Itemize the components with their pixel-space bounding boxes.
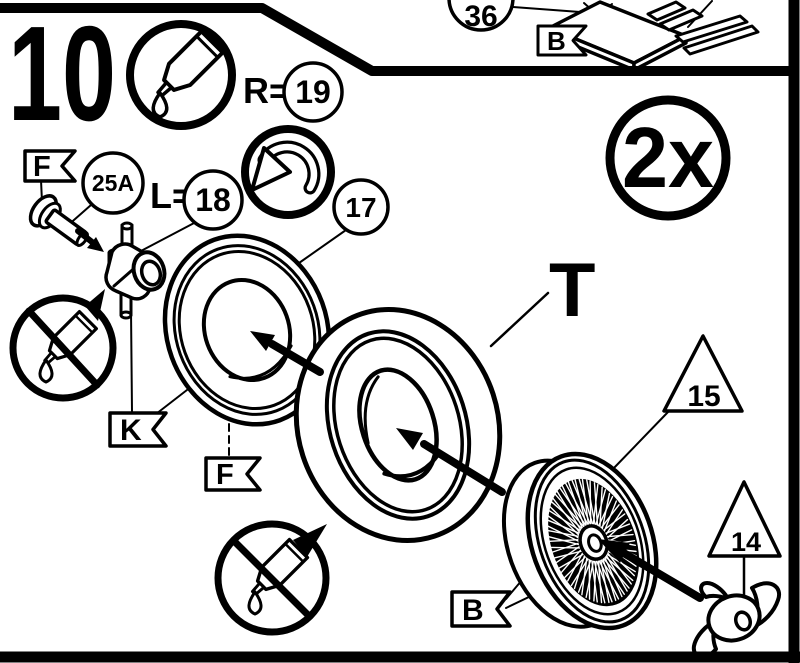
flag-f-top: F (23, 149, 77, 183)
bracket-bar (674, 14, 749, 44)
no-glue-slash (25, 307, 101, 389)
no-glue-icon-tire (214, 520, 330, 636)
hub-top-post-cap (120, 221, 134, 231)
top-separator (0, 3, 799, 76)
arrow-head-rim (250, 331, 275, 351)
previous-step-part-drawing (547, 0, 760, 72)
arrow-shaft-rim (268, 340, 324, 376)
no-glue-ring (9, 294, 117, 402)
tire-center-hole (357, 367, 439, 483)
assembly-arrows (250, 331, 704, 602)
callout-line-18 (138, 221, 197, 253)
flag-letter: F (33, 151, 51, 183)
flag-banner (108, 411, 168, 448)
flag-letter: B (462, 594, 484, 627)
step-number: 10 (8, 0, 116, 149)
part-number-17: 17 (345, 192, 376, 223)
part-number-15: 15 (687, 380, 720, 413)
tire-inner-arc (363, 375, 380, 445)
rotate-arrow-head (250, 146, 292, 192)
part-triangle-14 (707, 480, 782, 558)
part-circle-19 (282, 61, 344, 123)
hub-axle-bore (139, 259, 163, 287)
rotate-icon (241, 125, 335, 219)
arrow-shaft-spinner (618, 548, 704, 602)
part-number-18: 18 (195, 182, 231, 218)
bracket-bar (682, 24, 760, 56)
quantity-ring (605, 95, 731, 221)
glue-drop (247, 590, 263, 616)
part-circle-25a (81, 151, 145, 215)
part-circle-18 (182, 169, 244, 231)
glue-icon (126, 20, 236, 130)
bracket-louver (646, 0, 687, 22)
bracket-louver (658, 8, 704, 32)
pointer-wedge (85, 289, 105, 321)
flag-letter: K (120, 414, 142, 447)
callout-line-15 (611, 411, 669, 471)
no-glue-icon-hub (9, 289, 117, 402)
hub-bottom-post-cap (119, 310, 133, 320)
flag-banner (450, 590, 512, 628)
glue-tube-crimp (283, 542, 305, 564)
rim-center-hole (201, 277, 293, 383)
flag-banner (536, 24, 588, 57)
callout-line-17 (298, 229, 347, 264)
pointer-wedge (293, 524, 327, 557)
flag-banner (204, 456, 262, 492)
flag-banner (23, 149, 77, 183)
flag-b-bottom: B (450, 590, 512, 628)
quantity-badge: 2x (605, 95, 731, 221)
r-equals-label: R= (243, 70, 290, 111)
part-triangle-15 (662, 334, 744, 413)
part-circle-36 (447, 0, 515, 32)
spinner-hole (733, 610, 753, 632)
glue-tube-crimp (195, 34, 220, 59)
quantity-label: 2x (622, 111, 714, 206)
arrow-head-spinner (598, 539, 630, 563)
no-glue-slash (230, 537, 313, 620)
part-number-14: 14 (731, 527, 761, 557)
tire-label-t: T (549, 248, 595, 333)
callout-line-k-flag (130, 309, 133, 413)
tire-part-t (293, 307, 503, 543)
part-circle-17 (332, 178, 390, 236)
part-number-36: 36 (464, 0, 497, 33)
glue-drop (38, 358, 54, 384)
spinner-wing-left (699, 581, 730, 601)
flag-letter: F (216, 459, 234, 491)
glue-tube-crimp (74, 314, 94, 334)
callout-line-36 (512, 6, 581, 13)
rotate-icon-ring (241, 125, 335, 219)
wheel-rim-part-17 (162, 233, 332, 427)
arrow-head-tire (396, 428, 423, 450)
glue-icon-ring (126, 20, 236, 130)
tire-inner-arc (382, 451, 441, 479)
callout-line-t (489, 291, 550, 348)
arrow-shaft-tire (420, 440, 506, 496)
hub-part-18 (104, 221, 167, 320)
insert-arrow-pin (75, 228, 104, 252)
flag-b-top: B (536, 24, 588, 57)
no-glue-ring (214, 520, 330, 636)
flag-k: K (108, 411, 168, 448)
part-number-25a: 25A (92, 170, 134, 196)
rotate-arrow-band (260, 143, 318, 192)
wire-wheel-part-15 (501, 451, 659, 631)
glue-drop (151, 91, 169, 119)
flag-letter: B (547, 26, 566, 56)
part-number-19: 19 (295, 74, 331, 110)
flag-f-mid: F (204, 456, 262, 492)
wire-spokes (547, 478, 637, 604)
spinner-part-14 (691, 581, 782, 659)
arrow-head (87, 237, 104, 252)
arrow-shaft (75, 228, 95, 245)
axle-pin-part (28, 194, 89, 247)
